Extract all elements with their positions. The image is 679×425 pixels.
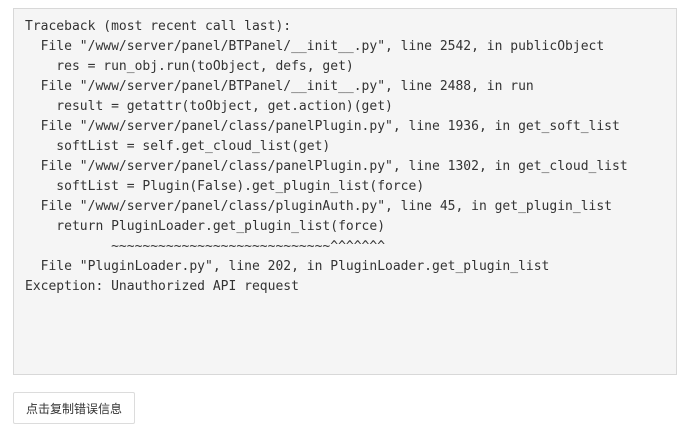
traceback-line: softList = Plugin(False).get_plugin_list… [25,179,425,194]
traceback-line: res = run_obj.run(toObject, defs, get) [25,59,354,74]
error-traceback-panel: Traceback (most recent call last): File … [13,8,677,375]
traceback-line: File "/www/server/panel/class/pluginAuth… [25,199,612,214]
traceback-line: File "/www/server/panel/BTPanel/__init__… [25,79,534,94]
copy-error-button[interactable]: 点击复制错误信息 [13,392,135,424]
traceback-line: File "/www/server/panel/class/panelPlugi… [25,119,620,134]
traceback-line: File "/www/server/panel/class/panelPlugi… [25,159,628,174]
traceback-line: File "/www/server/panel/BTPanel/__init__… [25,39,605,54]
traceback-line: result = getattr(toObject, get.action)(g… [25,99,393,114]
traceback-line: return PluginLoader.get_plugin_list(forc… [25,219,386,234]
traceback-line: Traceback (most recent call last): [25,19,292,34]
traceback-line: softList = self.get_cloud_list(get) [25,139,331,154]
traceback-line: File "PluginLoader.py", line 202, in Plu… [25,259,550,274]
traceback-line: ~~~~~~~~~~~~~~~~~~~~~~~~~~~~^^^^^^^ [25,239,386,254]
traceback-line: Exception: Unauthorized API request [25,279,299,294]
